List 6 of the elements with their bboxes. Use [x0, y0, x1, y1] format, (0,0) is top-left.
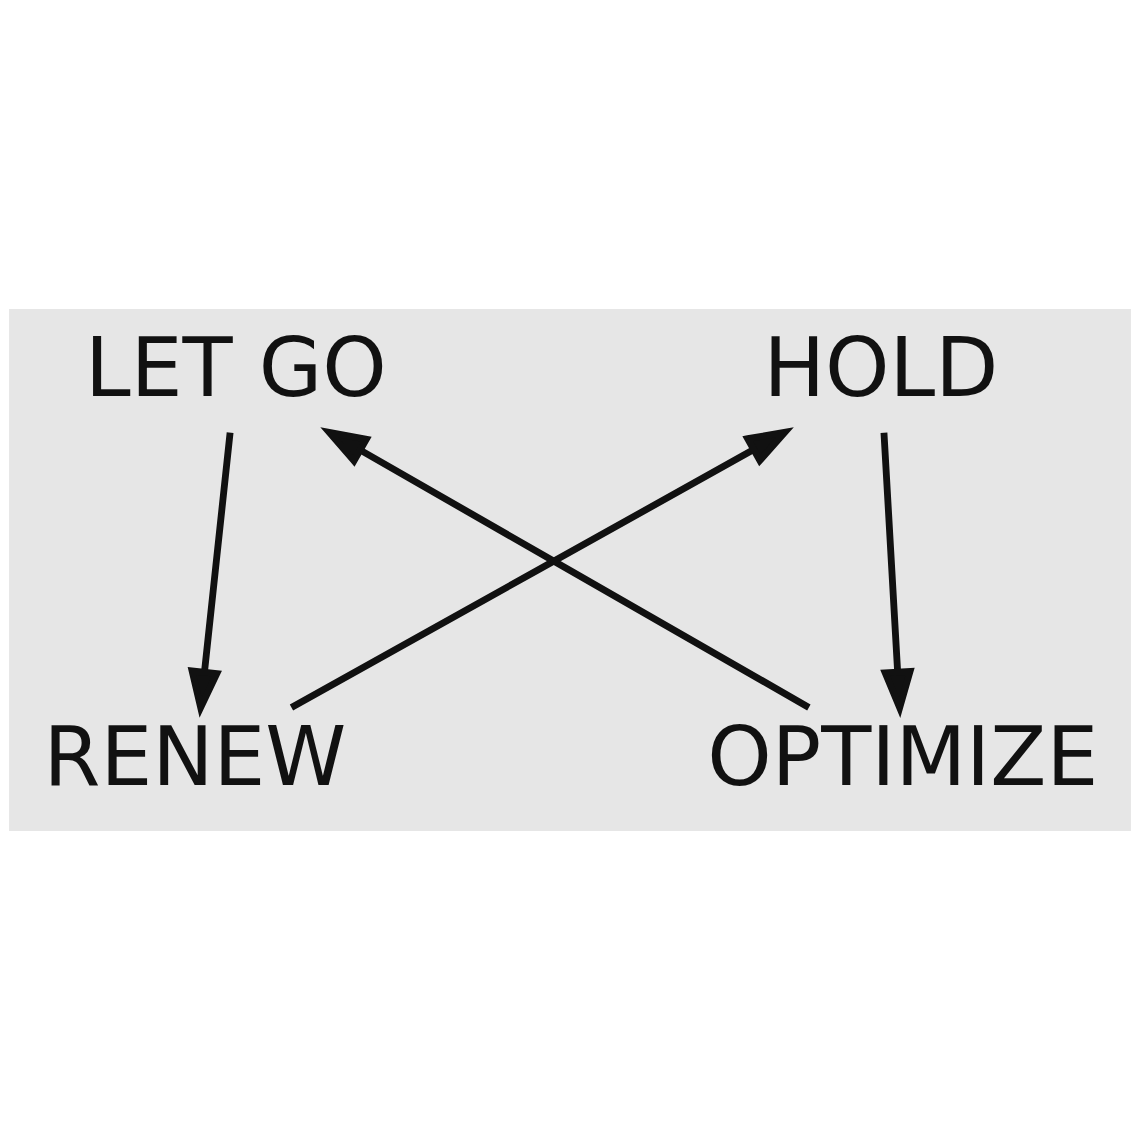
arrow: [187, 432, 234, 718]
node-text: RENEW: [43, 708, 347, 804]
node-text: HOLD: [763, 320, 999, 416]
node-text: OPTIMIZE: [707, 708, 1099, 804]
arrow: [880, 432, 915, 718]
node-text: LET GO: [85, 320, 387, 416]
